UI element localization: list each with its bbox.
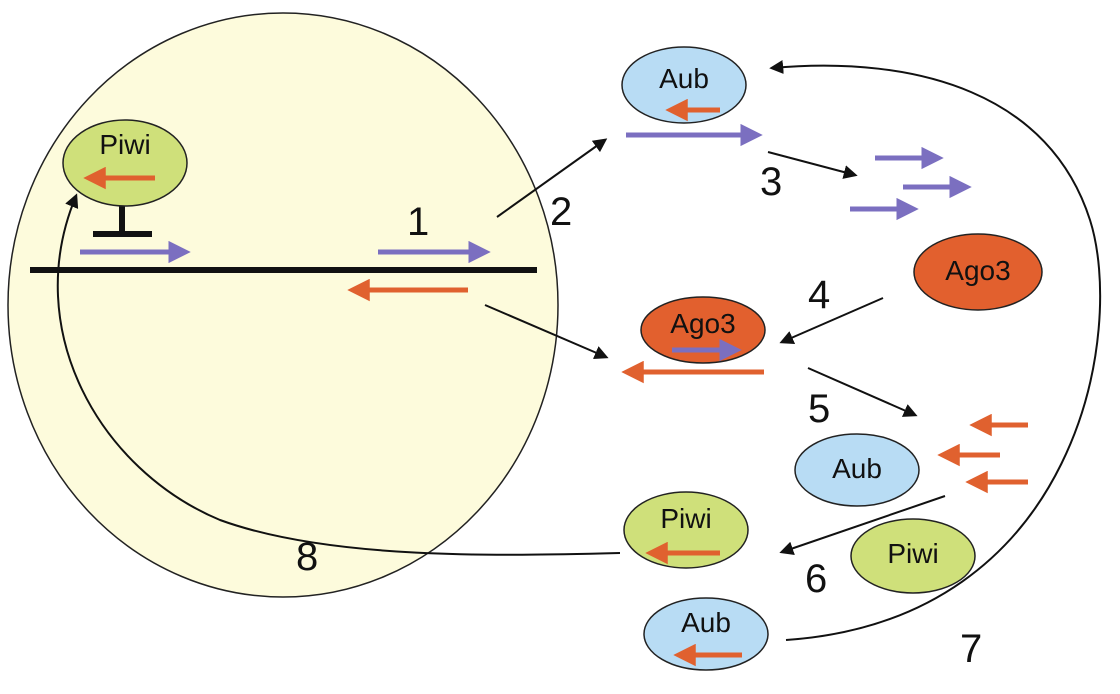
flow-arrow-step3 — [767, 151, 858, 179]
aub-top-complex: Aub — [621, 46, 747, 124]
piwi-loaded-complex: Piwi — [623, 491, 749, 569]
step-label-3: 3 — [760, 160, 782, 204]
flow-arrow-step4 — [779, 297, 884, 344]
protein-label: Aub — [659, 63, 709, 94]
ago3-free-complex: Ago3 — [913, 233, 1043, 311]
protein-label: Aub — [832, 453, 882, 484]
flow-arrow-step2 — [496, 138, 608, 218]
piwi-nuclear-complex: Piwi — [62, 119, 188, 207]
flow-arrow-step6 — [779, 495, 946, 555]
step-label-5: 5 — [808, 387, 830, 431]
repression-bar-icon — [93, 204, 152, 237]
protein-label: Piwi — [887, 538, 938, 569]
step-label-7: 7 — [960, 627, 982, 671]
flow-arrow-step5 — [807, 367, 918, 417]
nucleus — [7, 12, 559, 598]
protein-label: Aub — [681, 607, 731, 638]
step-label-6: 6 — [805, 557, 827, 601]
sense-pirna-pool — [850, 146, 972, 221]
ago3-loaded-complex: Ago3 — [640, 296, 766, 364]
protein-label: Ago3 — [945, 255, 1010, 286]
protein-label: Piwi — [660, 503, 711, 534]
protein-label: Ago3 — [670, 308, 735, 339]
aub-bottom-complex: Aub — [643, 597, 769, 671]
aub-middle-complex: Aub — [794, 433, 920, 507]
protein-label: Piwi — [99, 129, 150, 160]
step-label-1: 1 — [407, 200, 429, 244]
flow-arrow-step8 — [56, 193, 621, 556]
flow-arrow-step7 — [769, 60, 1102, 641]
step-label-4: 4 — [808, 273, 830, 317]
piwi-free-complex: Piwi — [850, 518, 976, 594]
antisense-pirna-pool — [937, 413, 1028, 494]
step-label-8: 8 — [296, 535, 318, 579]
step-label-2: 2 — [550, 190, 572, 234]
flow-arrow-antisense-export — [484, 304, 609, 360]
